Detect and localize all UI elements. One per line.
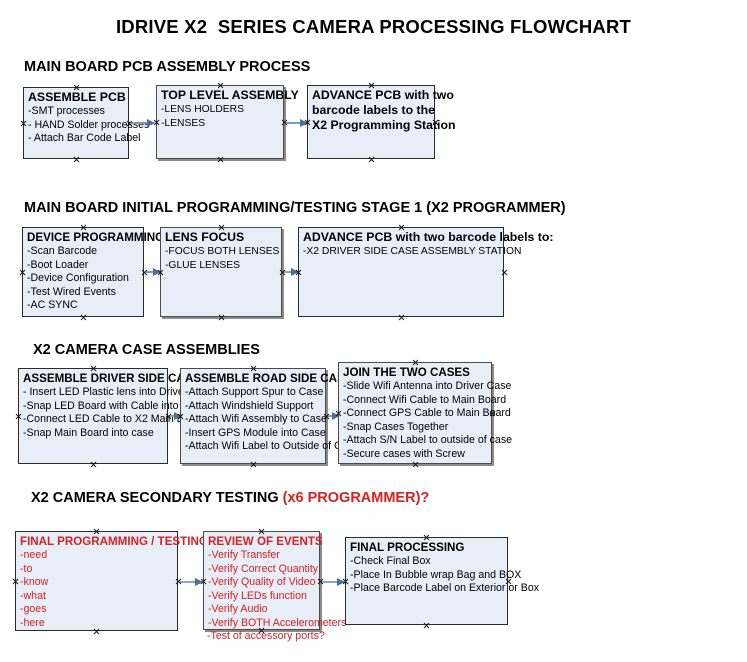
- box-line: -Connect GPS Cable to Main Board: [343, 407, 511, 420]
- box-line: -Connect Wifi Cable to Main Board: [343, 393, 507, 406]
- box-lens-focus[interactable]: LENS FOCUS -FOCUS BOTH LENSES -GLUE LENS…: [160, 227, 282, 317]
- section-heading-case-assemblies: X2 CAMERA CASE ASSEMBLIES: [33, 342, 260, 358]
- box-line: -Slide Wifi Antenna into Driver Case: [343, 380, 512, 392]
- connector-arrow: [146, 267, 161, 276]
- box-line: -Check Final Box: [350, 555, 431, 567]
- box-title: ADVANCE PCB with two: [312, 88, 454, 102]
- box-title: ASSEMBLE PCB: [28, 90, 126, 104]
- box-line: -Verify Correct Quantity: [208, 562, 319, 575]
- box-line: -need: [20, 549, 48, 561]
- box-line: -Attach Wifi Label to Outside of Case: [185, 440, 359, 453]
- box-line: -LENS HOLDERS: [161, 104, 244, 115]
- box-title: LENS FOCUS: [165, 230, 245, 244]
- box-line: -Snap Main Board into case: [23, 426, 154, 439]
- connector-arrow: [322, 577, 345, 586]
- box-line-overflow: -Test of accessory ports?: [207, 630, 325, 642]
- box-title: FINAL PROCESSING: [350, 541, 465, 554]
- box-final-programming-testing[interactable]: FINAL PROGRAMMING / TESTING -need -to -k…: [15, 531, 208, 631]
- box-line: -Connect LED Cable to X2 Main Board: [23, 413, 205, 426]
- box-advance-pcb-driver-side[interactable]: ADVANCE PCB with two barcode labels to: …: [298, 227, 554, 317]
- box-line: -Insert GPS Module into Case: [185, 426, 326, 439]
- box-top-level-assembly[interactable]: TOP LEVEL ASSEMBLY -LENS HOLDERS -LENSES: [156, 85, 299, 159]
- box-line: -Secure cases with Screw: [343, 447, 465, 460]
- box-line: - Insert LED Plastic lens into Driver Ca…: [23, 386, 215, 398]
- box-title: JOIN THE TWO CASES: [343, 366, 470, 379]
- box-advance-pcb-programming-station[interactable]: ADVANCE PCB with two barcode labels to t…: [307, 85, 456, 159]
- box-device-programming[interactable]: DEVICE PROGRAMMING -Scan Barcode -Boot L…: [22, 227, 165, 317]
- connector-arrow: [328, 411, 340, 420]
- box-line: -Boot Loader: [27, 258, 89, 271]
- box-line: X2 Programming Station: [312, 118, 456, 132]
- box-title: ASSEMBLE ROAD SIDE CASE: [185, 372, 353, 385]
- box-review-of-events[interactable]: REVIEW OF EVENTS -Verify Transfer -Verif…: [203, 531, 347, 630]
- box-line: -AC SYNC: [27, 299, 78, 312]
- box-line: -Scan Barcode: [27, 245, 98, 257]
- box-title: DEVICE PROGRAMMING: [27, 231, 165, 244]
- box-line: -LENSES: [161, 117, 206, 129]
- box-assemble-driver-side-case[interactable]: ASSEMBLE DRIVER SIDE CASE - Insert LED P…: [18, 368, 215, 464]
- section-heading-initial-programming: MAIN BOARD INITIAL PROGRAMMING/TESTING S…: [24, 200, 566, 216]
- box-title: ASSEMBLE DRIVER SIDE CASE: [23, 372, 201, 385]
- box-line: -to: [20, 562, 33, 575]
- page-title: IDRIVE X2 SERIES CAMERA PROCESSING FLOWC…: [115, 16, 632, 37]
- connector-arrow: [180, 577, 203, 586]
- box-line: -SMT processes: [28, 105, 105, 117]
- box-final-processing[interactable]: FINAL PROCESSING -Check Final Box -Place…: [345, 537, 540, 625]
- box-line: -what: [20, 589, 46, 602]
- box-line: -Snap Cases Together: [343, 420, 449, 433]
- box-line: -X2 DRIVER SIDE CASE ASSEMBLY STATION: [303, 246, 522, 257]
- box-line: -Verify LEDs function: [208, 589, 307, 602]
- box-line: - HAND Solder processes: [28, 118, 150, 131]
- connector-arrow: [286, 118, 308, 127]
- section-heading-text: X2 CAMERA SECONDARY TESTING: [31, 490, 283, 506]
- box-line: -GLUE LENSES: [165, 259, 240, 271]
- section-heading-secondary-testing: X2 CAMERA SECONDARY TESTING (x6 PROGRAMM…: [31, 490, 429, 506]
- connector-arrow: [131, 118, 155, 127]
- box-title: REVIEW OF EVENTS: [208, 535, 323, 548]
- box-line: -Snap LED Board with Cable into Case: [23, 399, 207, 412]
- box-line: barcode labels to the: [312, 103, 435, 117]
- box-line: -Attach S/N Label to outside of case: [343, 434, 513, 447]
- box-line: -Place Barcode Label on Exterior or Box: [350, 582, 540, 595]
- box-line: -Attach Windshield Support: [185, 399, 314, 412]
- box-line: - Attach Bar Code Label: [28, 132, 141, 145]
- box-line: -Test Wired Events: [27, 285, 116, 298]
- box-assemble-pcb[interactable]: ASSEMBLE PCB -SMT processes - HAND Solde…: [23, 87, 150, 159]
- box-line: -Verify Quality of Video: [208, 576, 316, 589]
- box-title: TOP LEVEL ASSEMBLY: [161, 88, 299, 102]
- box-line: -Attach Wifi Assembly to Case: [185, 413, 327, 426]
- box-line: -Attach Support Spur to Case: [185, 386, 324, 398]
- box-join-the-two-cases[interactable]: JOIN THE TWO CASES -Slide Wifi Antenna i…: [338, 362, 513, 464]
- box-line: -goes: [20, 603, 47, 616]
- box-line: -Device Configuration: [27, 272, 129, 285]
- box-assemble-road-side-case[interactable]: ASSEMBLE ROAD SIDE CASE -Attach Support …: [180, 368, 359, 464]
- box-line: -FOCUS BOTH LENSES: [165, 246, 280, 257]
- box-line: -Verify BOTH Accelerometers: [208, 616, 347, 629]
- box-title: ADVANCE PCB with two barcode labels to:: [303, 230, 554, 244]
- box-line: -Place In Bubble wrap Bag and BOX: [350, 568, 522, 581]
- box-line: -know: [20, 576, 49, 589]
- box-title: FINAL PROGRAMMING / TESTING: [20, 535, 208, 548]
- connector-arrow: [284, 267, 299, 276]
- box-line: -Verify Audio: [208, 603, 268, 616]
- box-line: -Verify Transfer: [208, 549, 280, 561]
- section-heading-accent: (x6 PROGRAMMER)?: [282, 490, 430, 506]
- connector-arrow: [170, 411, 182, 420]
- box-line: -here: [20, 616, 45, 629]
- section-heading-main-board-pcb-assembly: MAIN BOARD PCB ASSEMBLY PROCESS: [24, 59, 311, 75]
